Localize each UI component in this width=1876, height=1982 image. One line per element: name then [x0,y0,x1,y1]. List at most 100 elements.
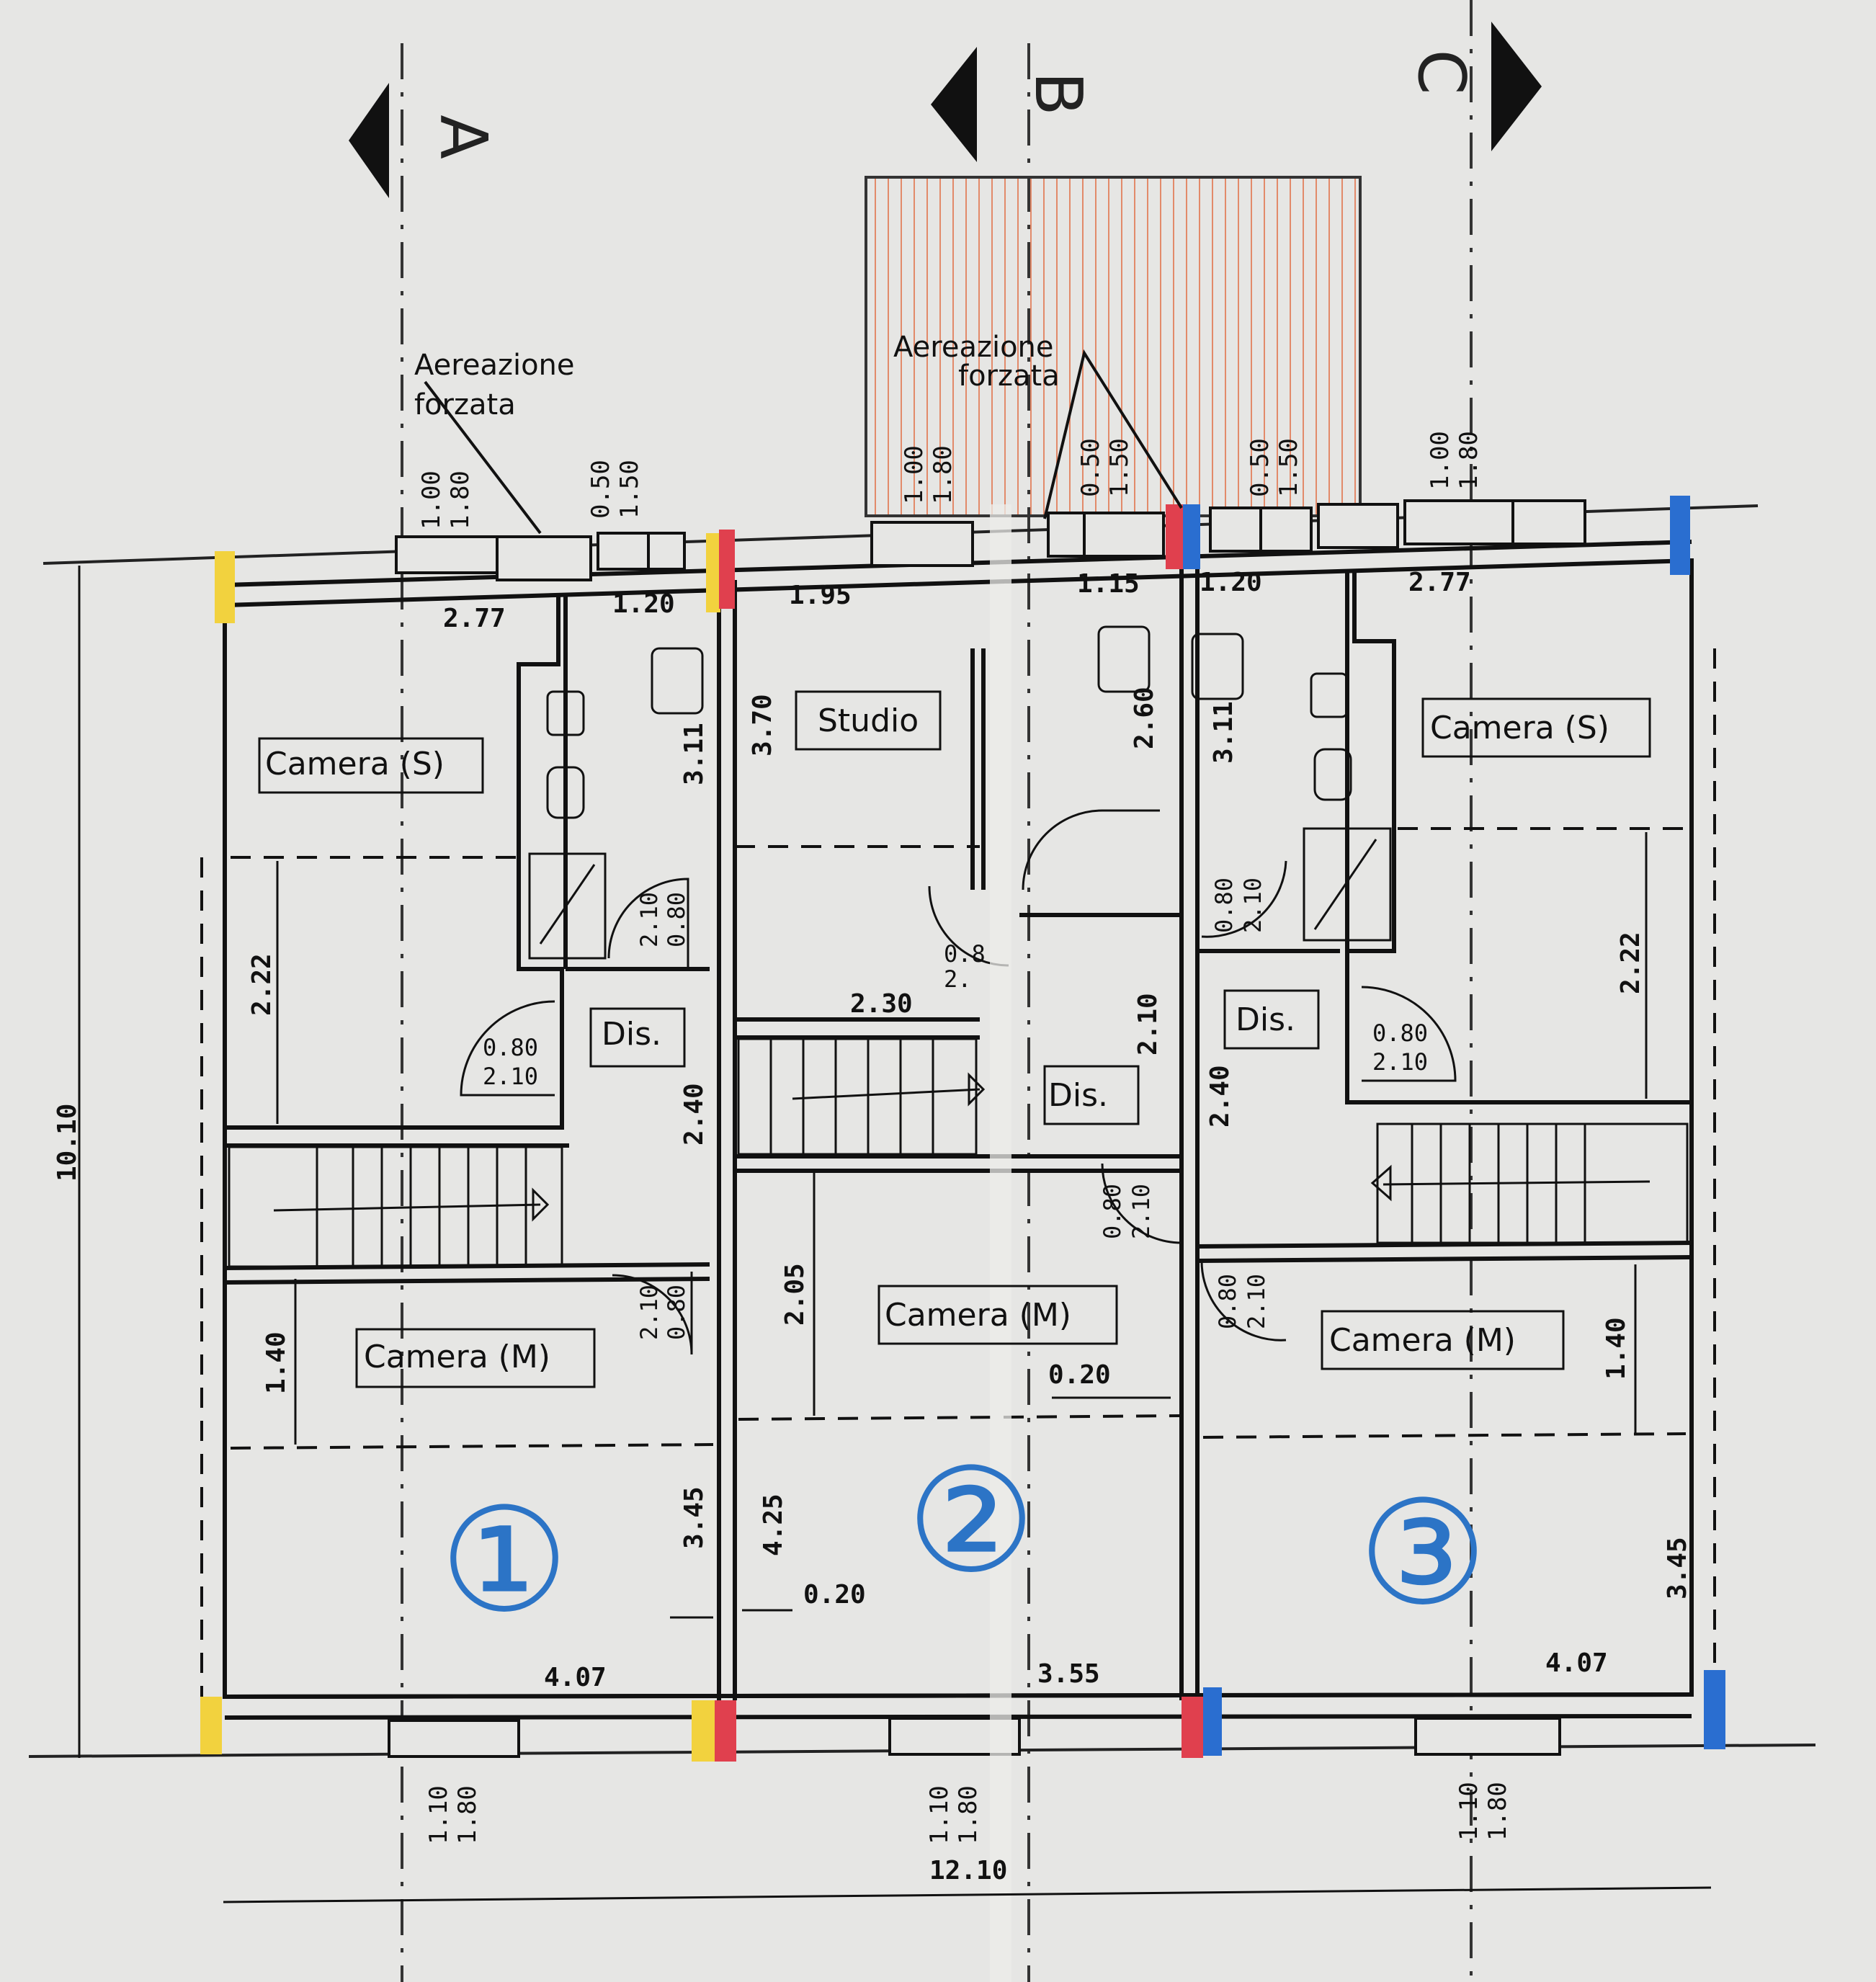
door-right-bath-a: 0.80 [1210,878,1238,933]
door-left-dis-b: 2.10 [483,1063,538,1090]
door-left-m-b: 0.80 [663,1285,690,1340]
dim-260: 2.60 [1130,687,1159,749]
stair-arrow-mid [968,1072,986,1107]
dim-222-left: 2.22 [247,953,277,1016]
dim-020-mid: 0.20 [1048,1360,1111,1390]
room-dis-right: Dis. [1236,1001,1295,1038]
bath-fixtures [528,625,1392,960]
door-left-bath-b: 0.80 [663,892,690,947]
stairs [228,1037,1689,1268]
dim-311-right: 3.11 [1209,701,1238,764]
room-dis-mid: Dis. [1048,1077,1108,1114]
win-b2-top: 1.10 [925,1785,954,1844]
dim-355: 3.55 [1037,1659,1100,1689]
dim-370: 3.70 [748,694,777,756]
door-swings [460,809,1457,1355]
section-label-c: C [1403,50,1479,95]
note-aereazione-1-line2: forzata [414,388,516,421]
leader-line-1 [424,380,542,535]
dim-311-left: 3.11 [679,723,709,785]
win-b3-top: 1.10 [1455,1782,1483,1841]
dim-205: 2.05 [780,1263,810,1326]
dim-1210: 12.10 [929,1856,1007,1885]
dim-277-right: 2.77 [1408,568,1471,597]
dim-407-right: 4.07 [1545,1648,1608,1678]
dim-230: 2.30 [850,989,913,1019]
room-box-camera-s-left [258,737,484,794]
dashed-lines [200,648,1716,1729]
room-box-camera-m-left [355,1328,596,1388]
room-box-studio [795,690,942,751]
door-right-m-a: 0.80 [1214,1274,1241,1329]
win-b2-bottom: 1.80 [954,1785,983,1844]
section-arrow-a [349,83,389,198]
win-w6-bottom: 1.80 [1455,431,1483,490]
unit-number-3: ③ [1358,1470,1487,1638]
unit-number-2: ② [906,1437,1035,1605]
dim-425: 4.25 [759,1494,788,1556]
door-right-dis-a: 0.80 [1372,1019,1428,1047]
walls [223,540,1694,1720]
dim-120-left: 1.20 [612,589,675,619]
dim-115: 1.15 [1077,569,1140,599]
win-w5-top: 0.50 [1246,438,1274,497]
dim-345-right: 3.45 [1663,1537,1692,1599]
dim-277-left: 2.77 [443,604,506,633]
room-camera-m-right: Camera (M) [1329,1322,1516,1359]
room-box-camera-m-right [1321,1310,1565,1370]
unit-number-1: ① [439,1477,568,1645]
section-lines [401,0,1473,1982]
room-camera-m-mid: Camera (M) [885,1297,1071,1334]
win-w1-bottom: 1.80 [446,470,475,530]
dim-140-left: 1.40 [262,1331,291,1394]
room-camera-m-left: Camera (M) [364,1339,550,1375]
win-b3-bottom: 1.80 [1483,1782,1512,1841]
dim-020-bottom: 0.20 [803,1580,866,1610]
door-mid-dis-a: 0.80 [1099,1184,1126,1239]
stair-arrow-right [1370,1164,1392,1202]
section-arrow-c [1491,22,1542,151]
win-w4-top: 0.50 [1076,438,1105,497]
door-right-m-b: 2.10 [1243,1274,1270,1329]
dim-120-right: 1.20 [1200,568,1262,597]
door-left-m-a: 2.10 [635,1285,663,1340]
dimension-lines [78,566,1712,1903]
room-box-camera-s-right [1421,697,1651,758]
win-b1-top: 1.10 [424,1785,453,1844]
dim-210: 2.10 [1133,993,1163,1055]
door-right-dis-b: 2.10 [1372,1048,1428,1076]
door-left-dis-a: 0.80 [483,1034,538,1061]
win-w2-bottom: 1.50 [615,460,644,519]
colour-markers [200,496,1725,1762]
leader-line-2 [1043,349,1183,519]
section-label-b: B [1020,71,1096,116]
win-w3-top: 1.00 [900,445,929,504]
dim-240-right: 2.40 [1205,1065,1235,1128]
dim-140-right: 1.40 [1602,1317,1631,1380]
win-w5-bottom: 1.50 [1274,438,1303,497]
note-aereazione-1-line1: Aereazione [414,349,575,382]
note-aereazione-2-line2: forzata [958,360,1060,393]
door-studio-a: 0.8 [944,940,986,968]
note-aereazione-2-line1: Aereazione [893,331,1054,364]
room-camera-s-right: Camera (S) [1430,710,1609,746]
dim-240-left: 2.40 [679,1083,709,1146]
door-right-bath-b: 2.10 [1239,878,1267,933]
balcony-hatch [865,176,1362,517]
door-studio-b: 2. [944,965,972,993]
room-camera-s-left: Camera (S) [265,746,445,782]
dim-222-right: 2.22 [1616,932,1645,994]
win-w2-top: 0.50 [586,460,615,519]
win-w3-bottom: 1.80 [929,445,957,504]
room-box-camera-m-mid [877,1285,1118,1345]
win-w4-bottom: 1.50 [1105,438,1134,497]
stair-arrow-left [532,1187,550,1222]
room-studio: Studio [818,702,919,739]
win-w1-top: 1.00 [417,470,446,530]
win-b1-bottom: 1.80 [453,1785,482,1844]
section-label-a: A [425,115,501,159]
win-w6-top: 1.00 [1426,431,1455,490]
dim-1010: 10.10 [53,1104,82,1182]
